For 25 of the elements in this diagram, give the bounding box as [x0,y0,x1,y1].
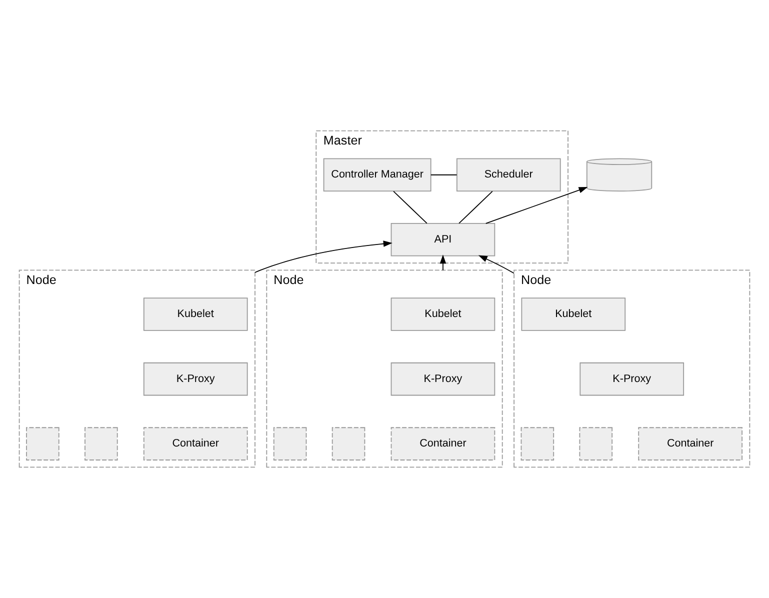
node-box: Container [390,427,496,460]
node-box: K-Proxy [390,362,496,396]
arrow [440,254,446,271]
node-box: Container [143,427,248,460]
node-box: Kubelet [390,298,496,331]
node-box [26,427,60,460]
node-box: K-Proxy [580,362,684,396]
node-box: Kubelet [143,298,248,331]
node-box: API [390,223,496,256]
arrow [254,240,392,273]
node-box [273,427,307,460]
node-box [84,427,118,460]
node-box [332,427,366,460]
node-box: K-Proxy [143,362,248,396]
connector [430,174,458,176]
connector [458,190,493,224]
node-box: Kubelet [521,298,626,331]
node-box [520,427,554,460]
node-box: Scheduler [456,158,561,192]
connector [393,190,428,224]
node-box [579,427,613,460]
arrow [478,255,514,274]
node-box: Container [638,427,742,460]
arrow [485,187,588,224]
node-box: Controller Manager [323,158,432,192]
